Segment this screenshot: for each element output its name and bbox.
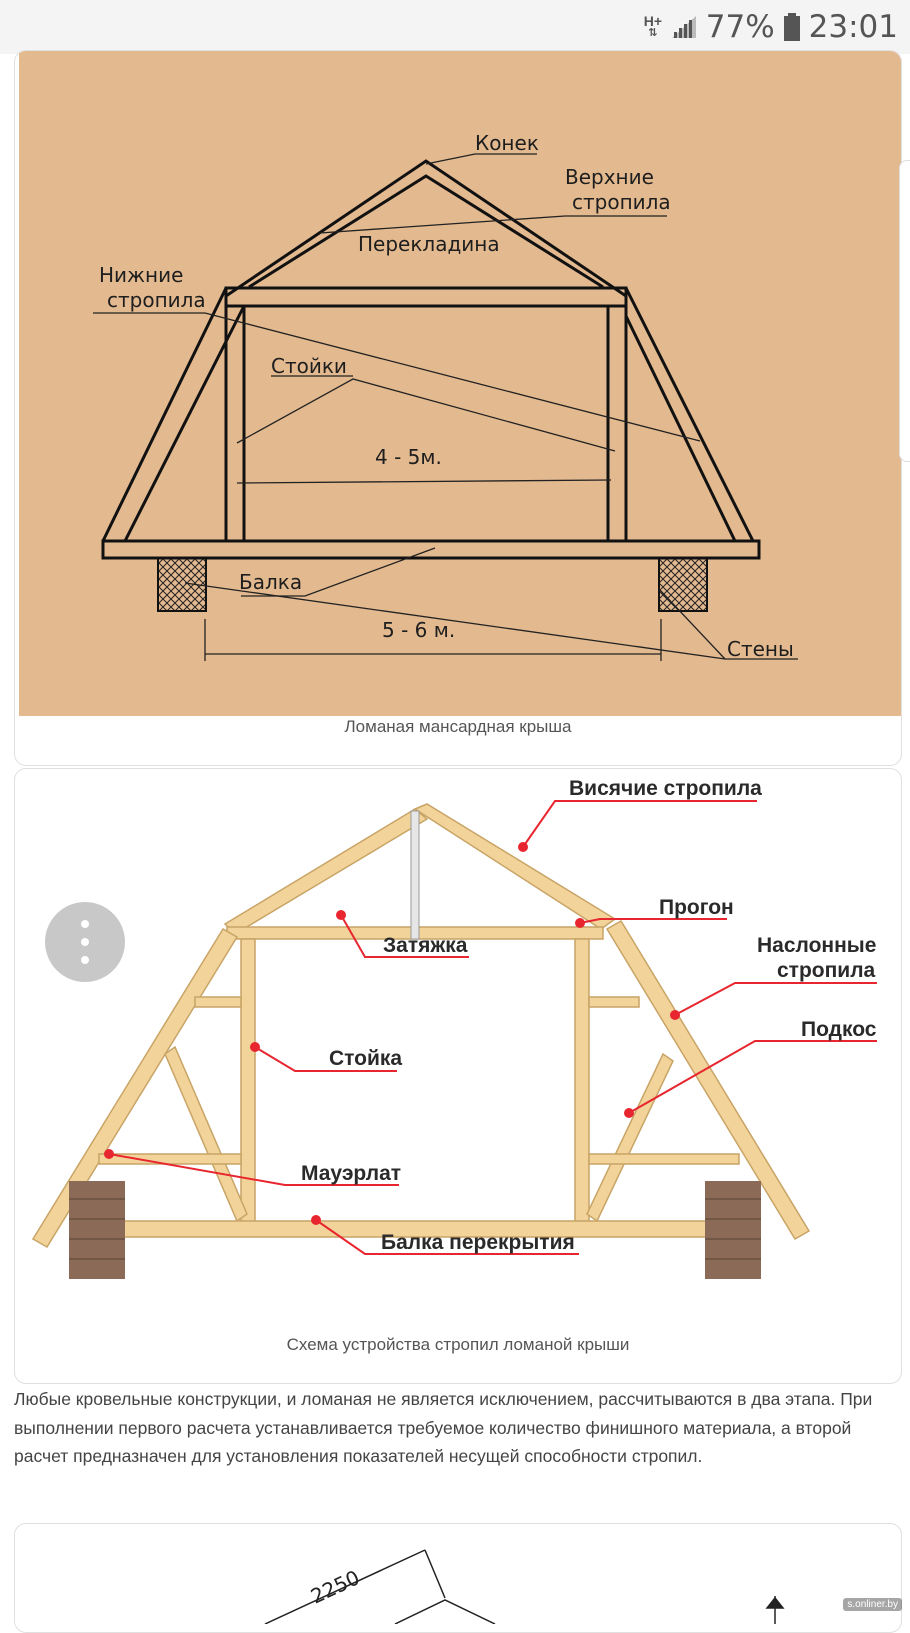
- data-arrows-icon: ⇅: [648, 27, 658, 39]
- signal-strength-icon: [671, 16, 696, 38]
- left-layered-rafter: [31, 927, 239, 1249]
- brick-walls: [69, 1181, 761, 1279]
- left-strut: [164, 1045, 248, 1223]
- network-type-indicator: H+ ⇅: [643, 13, 663, 39]
- label-beam: Балка: [239, 570, 302, 594]
- roof-frame: [101, 159, 761, 560]
- leader-lines: [93, 153, 798, 661]
- crossbar: [224, 286, 628, 308]
- right-lower-rafter: [624, 287, 755, 542]
- label-walls: Стены: [727, 637, 794, 661]
- right-strut: [586, 1052, 674, 1223]
- label-outer-width: 5 - 6 м.: [382, 618, 455, 642]
- markers: [104, 842, 680, 1225]
- label-mauerlat: Мауэрлат: [301, 1162, 401, 1185]
- label-layered-rafters-2: стропила: [777, 959, 876, 982]
- mansard-roof-diagram: Конек Верхние стропила Перекладина Нижни…: [19, 51, 901, 716]
- figure-card-mansard-roof: Конек Верхние стропила Перекладина Нижни…: [14, 50, 902, 766]
- more-options-button[interactable]: [45, 902, 125, 982]
- label-floor-beam: Балка перекрытия: [381, 1231, 575, 1254]
- right-layered-rafter: [605, 919, 811, 1241]
- label-strut: Подкос: [801, 1018, 877, 1041]
- label-post: Стойка: [329, 1047, 402, 1070]
- right-post: [574, 938, 590, 1225]
- label-tie: Затяжка: [383, 934, 468, 957]
- label-lower-rafters-1: Нижние: [99, 263, 183, 287]
- label-ridge: Конек: [475, 131, 539, 155]
- figure-caption: Схема устройства стропил ломаной крыши: [286, 1335, 630, 1354]
- watermark: s.onliner.by: [843, 1598, 902, 1611]
- left-lower-rafter: [101, 287, 228, 542]
- right-wall: [658, 557, 708, 612]
- upper-rafters: [225, 159, 627, 298]
- label-posts: Стойки: [271, 354, 347, 378]
- article-paragraph: Любые кровельные конструкции, и ломаная …: [14, 1389, 873, 1466]
- left-hanging-rafter: [223, 808, 429, 935]
- figure-card-rafter-scheme: Висячие стропила Прогон Затяжка Наслонны…: [14, 768, 902, 1384]
- label-upper-rafters-1: Верхние: [565, 165, 654, 189]
- beam: [101, 539, 761, 560]
- clock: 23:01: [808, 9, 898, 45]
- wood-frame: [31, 803, 811, 1249]
- battery-icon: [783, 13, 800, 41]
- right-hanging-rafter: [413, 803, 617, 930]
- status-bar: H+ ⇅ 77% 23:01: [0, 0, 910, 54]
- label-lower-rafters-2: стропила: [107, 288, 206, 312]
- figure-card-dimensions: 2250: [14, 1523, 902, 1633]
- label-upper-rafters-2: стропила: [572, 190, 671, 214]
- more-vertical-icon: [81, 920, 89, 928]
- dimension-label: 2250: [307, 1565, 363, 1608]
- figure-caption: Ломаная мансардная крыша: [344, 717, 572, 736]
- king-post-plate: [410, 810, 420, 940]
- label-layered-rafters-1: Наслонные: [757, 934, 876, 957]
- battery-percent: 77%: [705, 9, 775, 45]
- side-scroll-handle[interactable]: [899, 160, 910, 462]
- diagram-background: [19, 51, 901, 716]
- roof-dimensions-diagram: 2250: [264, 1549, 785, 1624]
- label-hanging-rafters: Висячие стропила: [569, 777, 762, 800]
- leader-lines: [108, 800, 877, 1255]
- label-crossbar: Перекладина: [358, 232, 500, 256]
- rafter-scheme-diagram: Висячие стропила Прогон Затяжка Наслонны…: [31, 777, 877, 1279]
- label-purlin: Прогон: [659, 896, 734, 919]
- left-post: [240, 938, 256, 1225]
- label-inner-width: 4 - 5м.: [375, 445, 442, 469]
